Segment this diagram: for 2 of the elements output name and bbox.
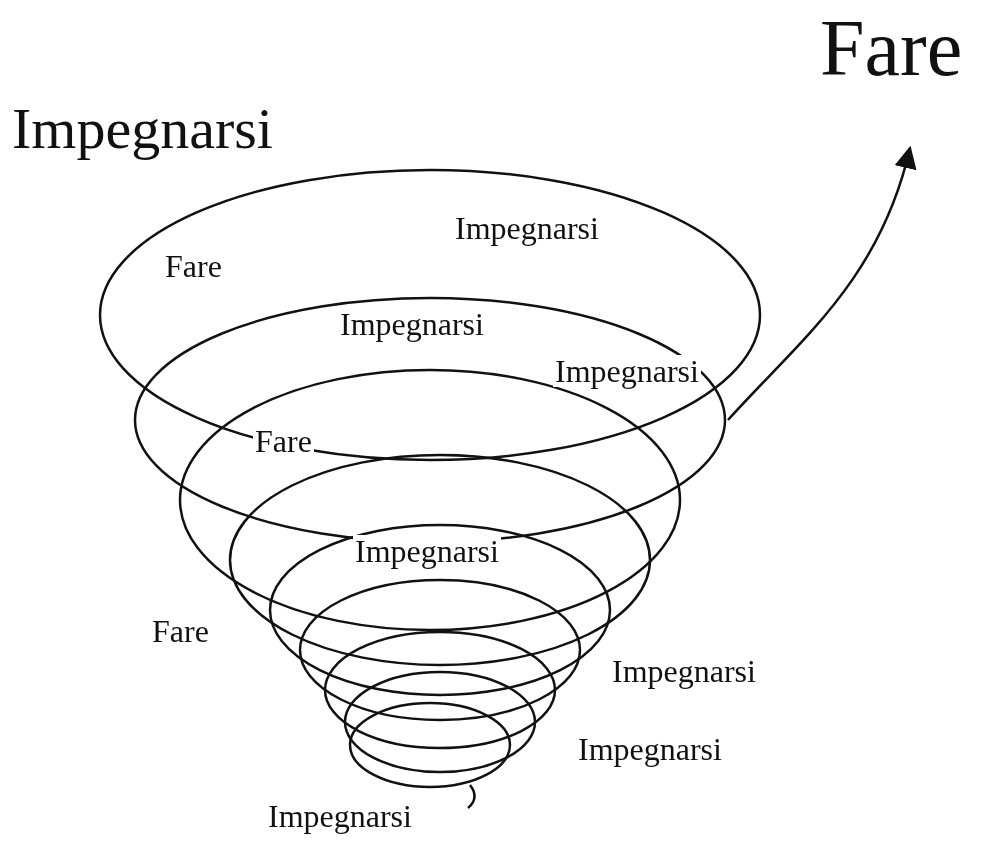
label-text: Impegnarsi <box>353 535 501 567</box>
label-text: Impegnarsi <box>553 355 701 387</box>
